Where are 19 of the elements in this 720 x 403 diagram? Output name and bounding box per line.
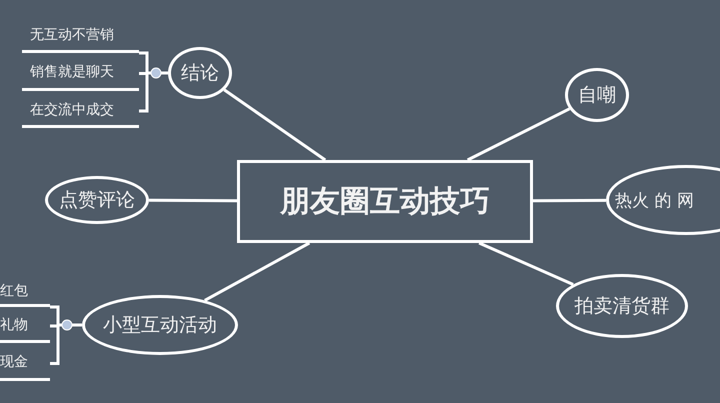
subtopic-item: 现金 xyxy=(0,346,50,381)
connector-line xyxy=(148,198,238,202)
topic-ellipse: 点赞评论 xyxy=(45,176,149,224)
connector-line xyxy=(223,88,326,162)
subtopic-item: 红包 xyxy=(0,282,50,307)
topic-ellipse: 自嘲 xyxy=(565,68,629,122)
subtopic-item: 销售就是聊天 xyxy=(22,56,139,91)
connector-line xyxy=(478,242,574,286)
subtopic-item: 无互动不营销 xyxy=(22,26,139,53)
topic-ellipse: 结论 xyxy=(168,47,232,99)
subtopic-item: 在交流中成交 xyxy=(22,94,139,128)
topic-ellipse: 小型互动活动 xyxy=(82,295,238,355)
subtopic-item: 礼物 xyxy=(0,309,50,343)
topic-ellipse: 拍卖清货群 xyxy=(556,274,688,338)
connector-line xyxy=(466,107,570,162)
connector-line xyxy=(204,242,310,302)
topic-ellipse: 热火 的 网 xyxy=(606,165,720,235)
connector-line xyxy=(533,198,606,202)
topic-box: 朋友圈互动技巧 xyxy=(237,160,533,243)
